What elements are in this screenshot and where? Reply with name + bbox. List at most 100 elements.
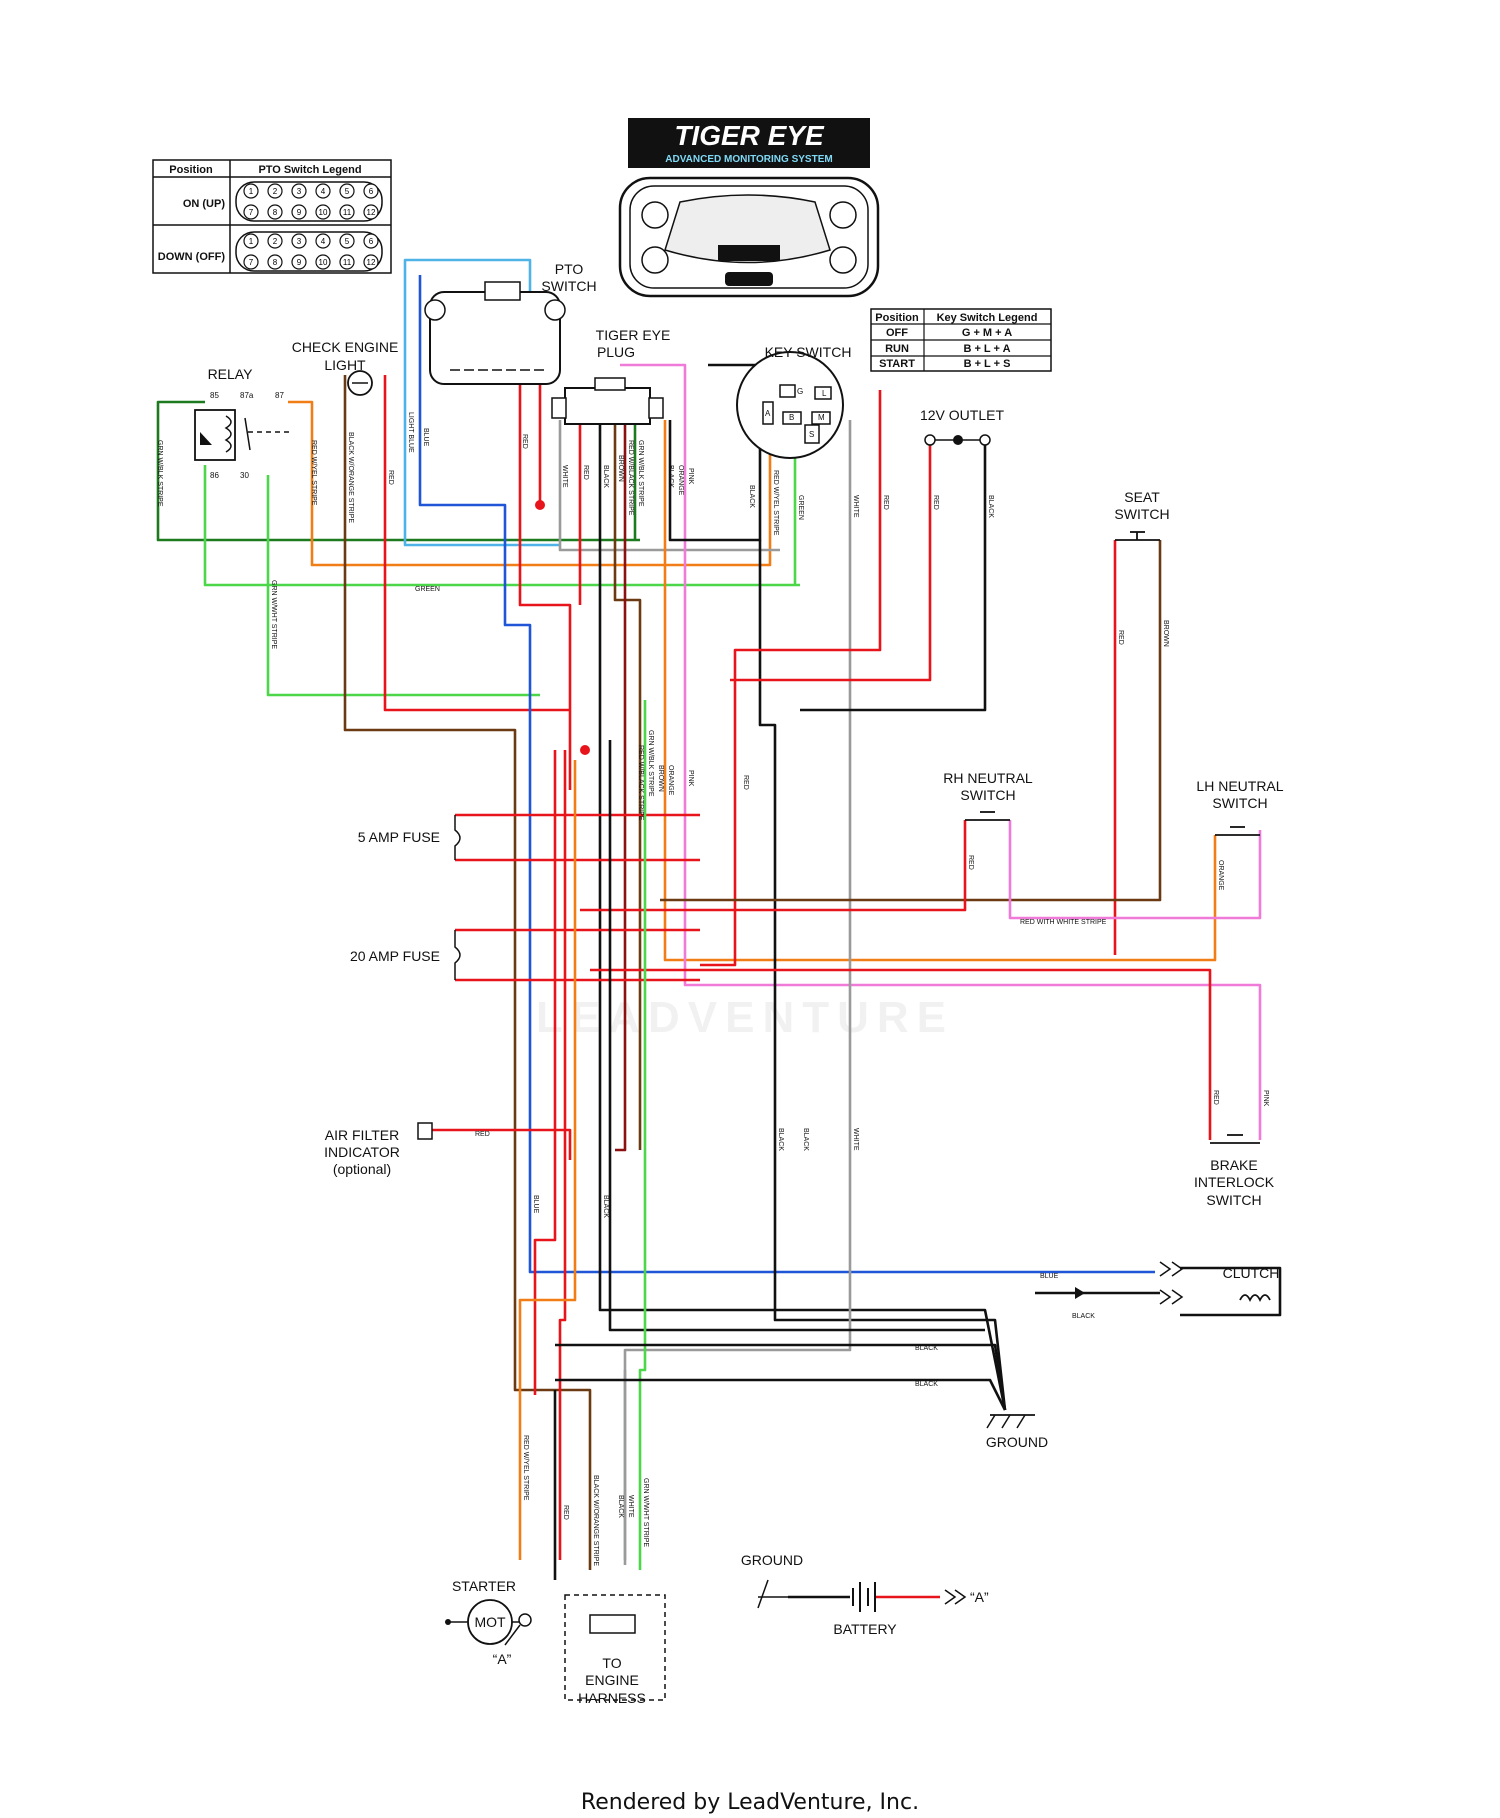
display-button-right-bottom (829, 246, 857, 274)
brake-label-3: SWITCH (1206, 1192, 1261, 1208)
wire-red-rh (580, 820, 967, 912)
pto-pin (363, 204, 379, 220)
wire-tag: RED (967, 855, 974, 870)
key-terminal-a: A (765, 409, 771, 418)
tiger-eye-plug-label-1: TIGER EYE (596, 327, 671, 343)
splice-dot (580, 745, 590, 755)
battery (757, 1579, 967, 1612)
wire-red-air (430, 1128, 572, 1160)
key-legend-header-title: Key Switch Legend (937, 312, 1038, 324)
pto-pin (243, 183, 259, 199)
pto-pin-number: 11 (343, 208, 352, 217)
relay-pin-87a: 87a (240, 391, 254, 400)
pto-pin (315, 254, 331, 270)
wire-red-yel-relay (288, 400, 772, 567)
wire-tag: WHITE (852, 495, 859, 518)
key-terminal-s: S (809, 430, 814, 439)
wire-red-check (383, 375, 570, 712)
rh-neutral-label-2: SWITCH (960, 787, 1015, 803)
pto-pin (267, 204, 283, 220)
pto-pin (339, 233, 355, 249)
pto-pin (315, 233, 331, 249)
wire-tag: RED W/YEL STRIPE (772, 470, 779, 536)
key-legend-val-run: B + L + A (963, 343, 1010, 355)
pto-pin-number: 2 (273, 187, 278, 196)
wire-tag: RED (521, 434, 528, 449)
pto-pin-number: 1 (249, 187, 254, 196)
wire-clutch-coil (1180, 1266, 1282, 1317)
wire-tag: BLACK (915, 1381, 938, 1388)
wire-tags: GRN W/BLK STRIPE RED W/YEL STRIPE BLACK … (156, 412, 1269, 1566)
pto-pin-number: 10 (319, 258, 328, 267)
pto-pin-number: 9 (297, 208, 302, 217)
footer-credit: Rendered by LeadVenture, Inc. (580, 1790, 920, 1815)
pto-pin-number: 10 (319, 208, 328, 217)
key-legend-pos-off: OFF (886, 327, 908, 339)
pto-pin-number: 3 (297, 237, 302, 246)
pto-pin (291, 233, 307, 249)
ground-symbol (986, 1414, 1035, 1429)
pto-pin-number: 6 (369, 187, 374, 196)
wire-green-main (203, 465, 800, 587)
seat-switch-label-2: SWITCH (1114, 506, 1169, 522)
key-terminal-g: G (797, 387, 803, 396)
key-terminal-m: M (818, 413, 825, 422)
wire-tag: BLUE (422, 428, 429, 447)
brake-interlock-switch (1210, 1134, 1260, 1144)
wire-tag: PINK (687, 468, 694, 485)
wire-tag: RED (562, 1505, 569, 1520)
wire-tag: LIGHT BLUE (407, 412, 414, 453)
pto-pin (243, 204, 259, 220)
pto-legend-header-title: PTO Switch Legend (258, 164, 361, 176)
pto-legend-position-on: ON (UP) (183, 198, 226, 210)
pto-pin-number: 6 (369, 237, 374, 246)
wire-tag: RED W/BLACK STRIPE (637, 745, 644, 821)
relay-label: RELAY (208, 366, 254, 382)
air-filter-label-2: INDICATOR (324, 1144, 400, 1160)
pto-pin-number: 12 (367, 208, 376, 217)
wire-tag: BLACK (987, 495, 994, 518)
pto-pin-number: 2 (273, 237, 278, 246)
check-engine-label-2: LIGHT (324, 357, 366, 373)
wires (156, 258, 1282, 1599)
lh-neutral-switch (1215, 826, 1260, 836)
wire-tag: ORANGE (677, 465, 684, 496)
wire-tag: RED (882, 495, 889, 510)
pto-pin (363, 233, 379, 249)
pto-pin-number: 8 (273, 258, 278, 267)
wire-orange-plug (663, 420, 1217, 962)
pto-switch-label-2: SWITCH (541, 278, 596, 294)
pto-pin (243, 233, 259, 249)
wire-tag: ORANGE (667, 765, 674, 796)
wire-tag: BLACK (802, 1128, 809, 1151)
splice-dot (535, 500, 545, 510)
brake-label-1: BRAKE (1210, 1157, 1257, 1173)
clutch (1075, 1261, 1271, 1305)
pto-pin (339, 183, 355, 199)
wire-tag: GREEN (797, 495, 804, 520)
relay-pin-85: 85 (210, 391, 219, 400)
wire-tag: BLACK (748, 485, 755, 508)
relay-pin-87: 87 (275, 391, 284, 400)
wire-red-pto (518, 345, 572, 790)
harness-label-3: HARNESS (578, 1690, 646, 1706)
key-legend-pos-start: START (879, 358, 915, 370)
pto-pin (363, 183, 379, 199)
fuse-20-amp (454, 930, 461, 980)
pto-pin (363, 254, 379, 270)
display-button-right-top (829, 201, 857, 229)
wire-red-yel-starter (518, 760, 577, 1560)
battery-ref-a: “A” (970, 1589, 989, 1605)
pto-pin (291, 204, 307, 220)
battery-label: BATTERY (833, 1621, 897, 1637)
wire-grn-wht-trunk (638, 700, 647, 1570)
wire-tag: BLACK W/ORANGE STRIPE (592, 1475, 599, 1566)
check-engine-light (347, 370, 373, 396)
wire-tag: BLUE (1040, 1273, 1059, 1280)
lh-neutral-label-2: SWITCH (1212, 795, 1267, 811)
air-filter-label-1: AIR FILTER (325, 1127, 399, 1143)
key-legend-header-position: Position (875, 312, 919, 324)
relay-pin-30: 30 (240, 471, 249, 480)
pto-legend-table: Position PTO Switch Legend ON (UP) DOWN … (152, 159, 392, 274)
engine-harness-connector (564, 1594, 666, 1701)
